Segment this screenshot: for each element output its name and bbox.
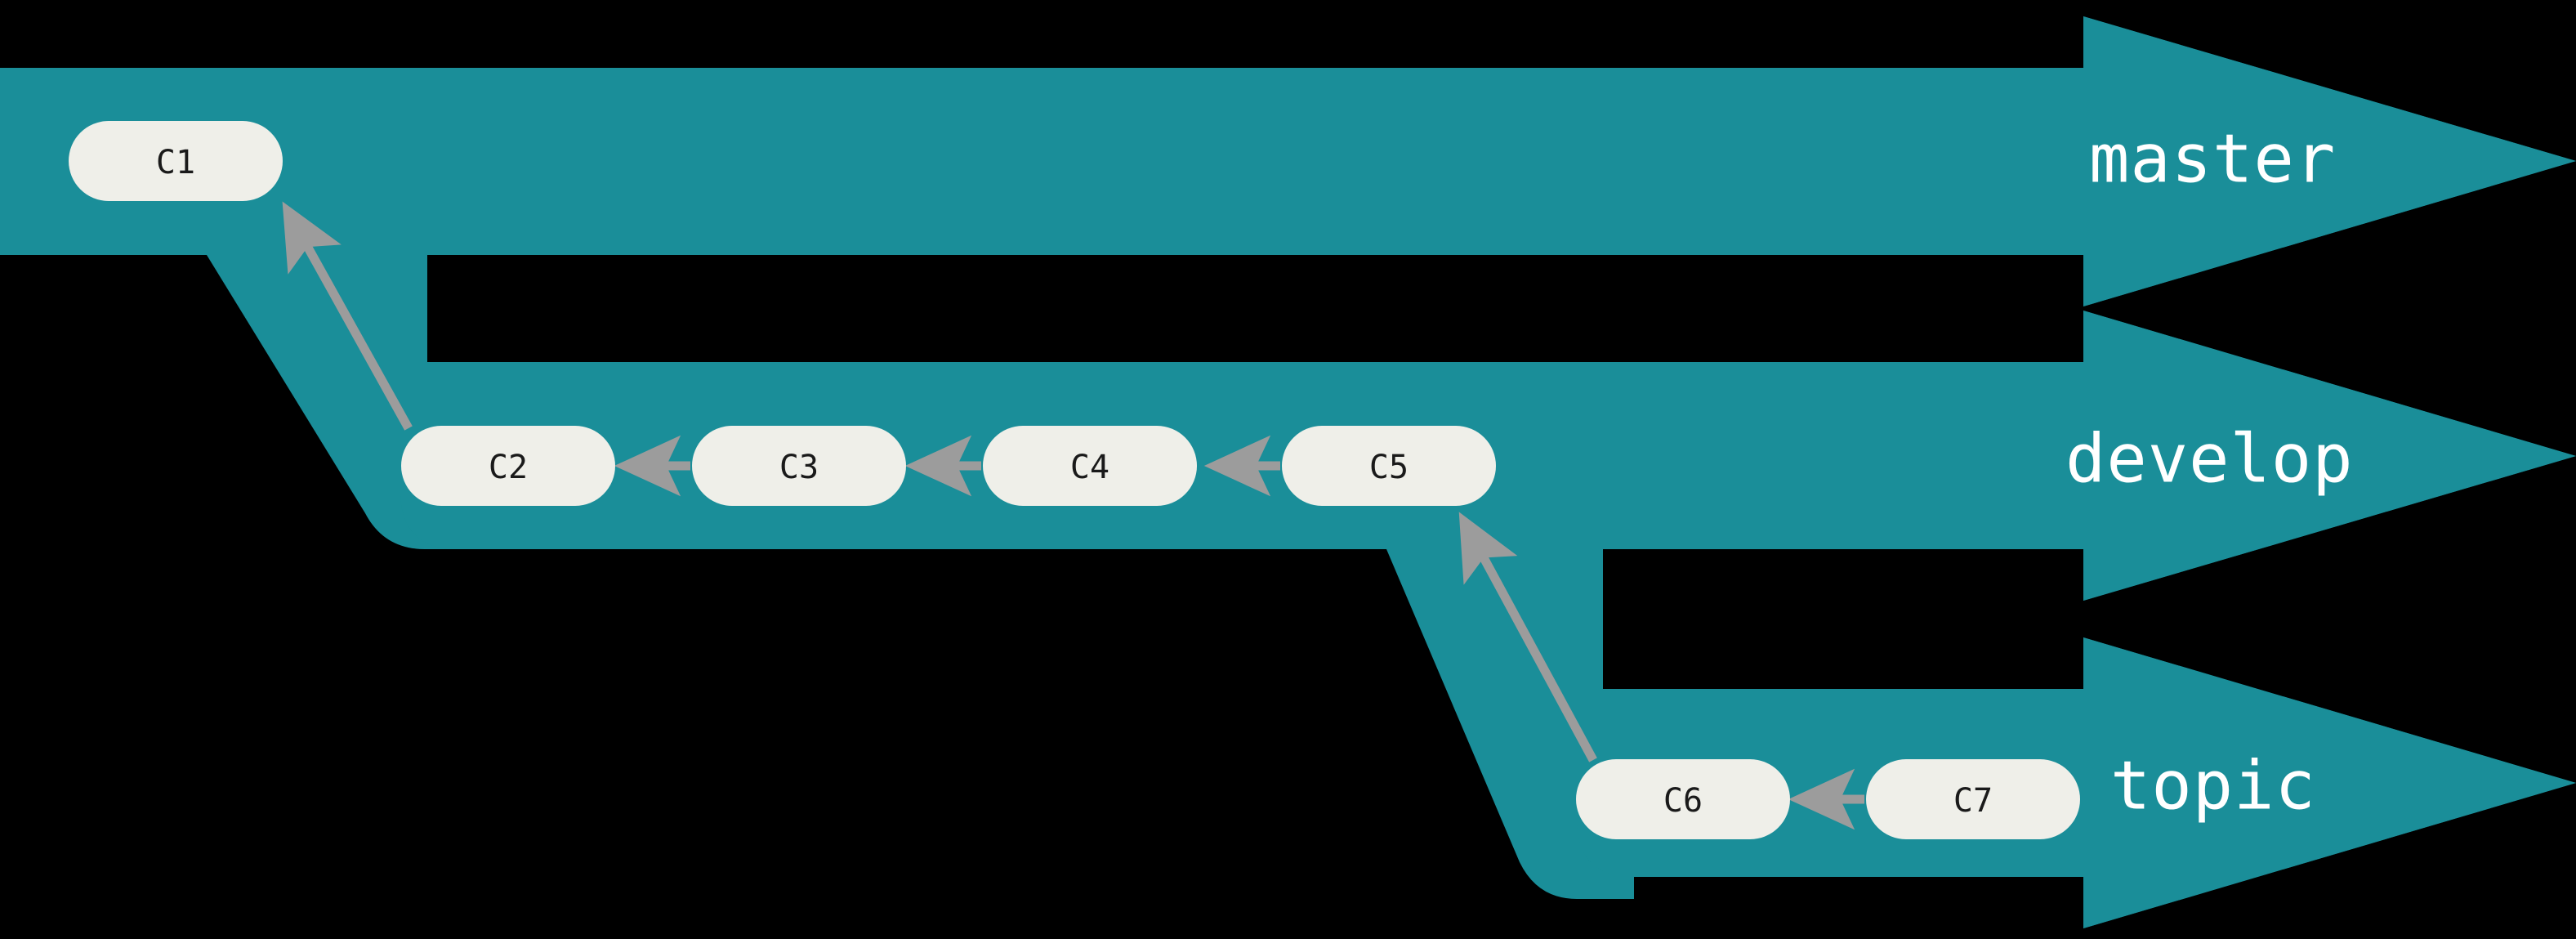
master-band-overlay [0,16,2576,306]
commit-node-c6[interactable]: C6 [1576,759,1790,839]
commit-label: C2 [489,449,528,486]
commit-label: C7 [1953,782,1993,820]
branch-label-topic[interactable]: topic [2110,748,2316,825]
commit-label: C6 [1663,782,1703,820]
commit-node-c7[interactable]: C7 [1866,759,2080,839]
branch-label-develop[interactable]: develop [2065,421,2354,499]
edge-c2-to-c1 [282,201,413,431]
branch-label-master[interactable]: master [2089,121,2336,199]
develop-band-overlay [458,311,2576,601]
topic-band-overlay [1614,637,2576,928]
commit-node-c2[interactable]: C2 [401,426,615,506]
branch-labels-layer: master develop topic [2065,121,2354,825]
edges-layer [282,201,1864,830]
commit-node-c1[interactable]: C1 [69,121,283,201]
commit-nodes-layer: C1 C2 C3 C4 C5 C6 [69,121,2080,839]
connector-develop-topic [1386,549,1634,899]
commit-node-c4[interactable]: C4 [983,426,1197,506]
develop-to-topic-ribbon-b [1386,549,1634,899]
commit-label: C3 [779,449,819,486]
commit-label: C1 [156,144,195,181]
commit-node-c5[interactable]: C5 [1282,426,1496,506]
commit-label: C5 [1369,449,1409,486]
edge-c6-to-c5 [1458,512,1597,762]
commit-label: C4 [1070,449,1109,486]
commit-node-c3[interactable]: C3 [692,426,906,506]
